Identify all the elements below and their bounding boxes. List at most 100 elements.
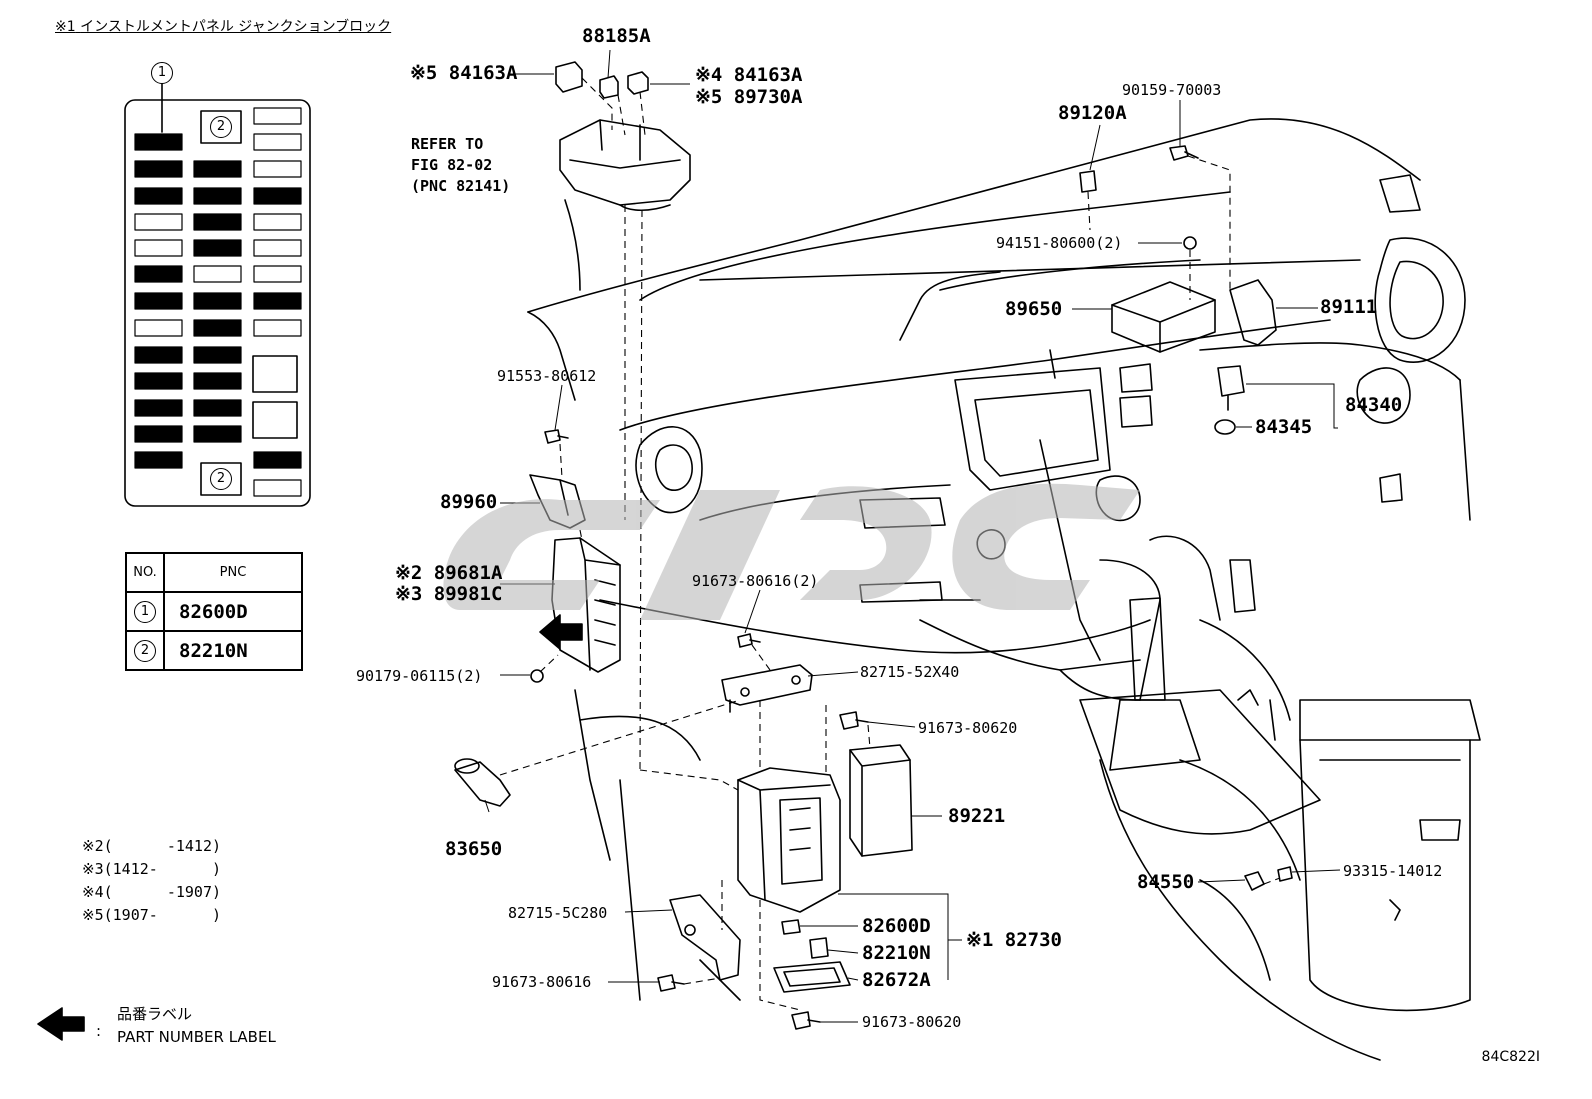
note-mark: ※2	[82, 837, 104, 855]
leader-lines	[484, 49, 1341, 1023]
note-5: ※5(1907- )	[82, 906, 221, 924]
pnc-table: NO. PNC 1 82600D 2 82210N	[125, 552, 303, 671]
label-82600d: 82600D	[862, 915, 931, 937]
watermark-logo	[443, 483, 1140, 620]
label-84340: 84340	[1345, 394, 1403, 416]
note-range: ( -1412)	[103, 837, 222, 855]
label-89681a: ※2 89681A	[395, 562, 503, 584]
pnc-row-value: 82210N	[163, 630, 303, 671]
nut-90179-icon	[530, 669, 544, 683]
pnc-row-no-cell: 2	[125, 630, 165, 671]
label-91673-80616-2: 91673-80616(2)	[692, 572, 819, 590]
label-90159: 90159-70003	[1122, 81, 1222, 99]
part-89111	[1229, 279, 1277, 346]
label-82210n: 82210N	[862, 942, 931, 964]
fuse-callout-1: 1	[151, 62, 173, 84]
part-84163a-left	[555, 61, 583, 93]
pnc-row-no: 2	[134, 640, 156, 662]
diagram-reference: 84C822I	[1481, 1049, 1540, 1065]
part-82672a	[773, 961, 851, 993]
bolt-91673-80620-b-icon	[791, 1011, 821, 1030]
part-82715-5c280	[669, 894, 741, 981]
nut-94151-icon	[1183, 236, 1197, 250]
bolt-91673-80620-a-icon	[839, 711, 869, 730]
part-82210n	[809, 937, 829, 959]
pnc-row-no: 1	[134, 601, 156, 623]
fuse-block-outline	[124, 83, 311, 507]
screw-93315-icon	[1277, 866, 1293, 882]
header-mark: ※1	[55, 19, 76, 35]
note-4: ※4( -1907)	[82, 883, 221, 901]
label-94151: 94151-80600(2)	[996, 234, 1123, 252]
note-range: (1907- )	[103, 906, 222, 924]
part-83650	[454, 761, 511, 807]
note-mark: ※3	[82, 860, 104, 878]
label-89650: 89650	[1005, 298, 1063, 320]
label-89221: 89221	[948, 805, 1006, 827]
header-text: インストルメントパネル ジャンクションブロック	[80, 19, 392, 35]
note-2: ※2( -1412)	[82, 837, 221, 855]
part-84345	[1214, 419, 1236, 435]
label-82672a: 82672A	[862, 969, 931, 991]
label-88185a: 88185A	[582, 25, 651, 47]
part-82730-junction-block	[737, 767, 841, 913]
part-junction-upper	[559, 119, 691, 206]
refer-line2: FIG 82-02	[411, 156, 493, 174]
part-89221	[849, 744, 913, 857]
label-93315: 93315-14012	[1343, 862, 1443, 880]
pnc-row-no-cell: 1	[125, 591, 165, 632]
header-title: ※1 インストルメントパネル ジャンクションブロック	[55, 18, 391, 36]
assembly-dashed-lines	[499, 77, 1281, 1011]
label-90179: 90179-06115(2)	[356, 667, 483, 685]
label-82715-52x40: 82715-52X40	[860, 663, 960, 681]
refer-line1: REFER TO	[411, 135, 484, 153]
label-91673-80620-b: 91673-80620	[862, 1013, 962, 1031]
part-84340	[1217, 365, 1245, 411]
label-89960: 89960	[440, 491, 498, 513]
label-91553: 91553-80612	[497, 367, 597, 385]
note-3: ※3(1412- )	[82, 860, 221, 878]
part-84163a-right	[627, 71, 649, 95]
table-row: 2 82210N	[125, 630, 303, 671]
bolt-91673-a-icon	[737, 633, 761, 648]
part-88185a	[599, 75, 619, 99]
note-mark: ※4	[82, 883, 104, 901]
label-91673-80616: 91673-80616	[492, 973, 592, 991]
label-89981c: ※3 89981C	[395, 583, 503, 605]
legend-jp: 品番ラベル	[117, 1005, 193, 1023]
note-mark: ※5	[82, 906, 104, 924]
label-84163a-right: ※4 84163A	[695, 64, 803, 86]
pnc-table-header-pnc: PNC	[163, 552, 303, 593]
part-89120a	[1079, 170, 1097, 193]
table-row: 1 82600D	[125, 591, 303, 632]
pnc-table-header: NO. PNC	[125, 552, 303, 593]
fuse-callout-2a: 2	[210, 116, 232, 138]
label-82715-5c280: 82715-5C280	[508, 904, 608, 922]
legend-en: PART NUMBER LABEL	[117, 1028, 276, 1046]
part-89650	[1111, 281, 1216, 353]
pnc-row-value: 82600D	[163, 591, 303, 632]
part-number-label-arrow-icon	[539, 614, 583, 650]
instrument-panel-outline	[527, 118, 1481, 1061]
label-91673-80620-a: 91673-80620	[918, 719, 1018, 737]
refer-line3: (PNC 82141)	[411, 177, 511, 195]
pnc-table-header-no: NO.	[125, 552, 165, 593]
label-89730a: ※5 89730A	[695, 86, 803, 108]
legend-sep: :	[96, 1022, 102, 1040]
part-82715-52x40	[721, 664, 813, 706]
bolt-91673-80616-icon	[657, 974, 685, 992]
note-range: ( -1907)	[103, 883, 222, 901]
note-range: (1412- )	[103, 860, 222, 878]
label-84163a-left: ※5 84163A	[410, 62, 518, 84]
legend-arrow-icon	[37, 1007, 85, 1041]
label-89120a: 89120A	[1058, 102, 1127, 124]
label-84550: 84550	[1137, 871, 1195, 893]
fuse-slots	[134, 107, 302, 497]
part-82600d	[781, 919, 801, 935]
label-82730: ※1 82730	[966, 929, 1062, 951]
label-89111: 89111	[1320, 296, 1378, 318]
label-84345: 84345	[1255, 416, 1313, 438]
label-83650: 83650	[445, 838, 503, 860]
fuse-callout-2b: 2	[210, 468, 232, 490]
